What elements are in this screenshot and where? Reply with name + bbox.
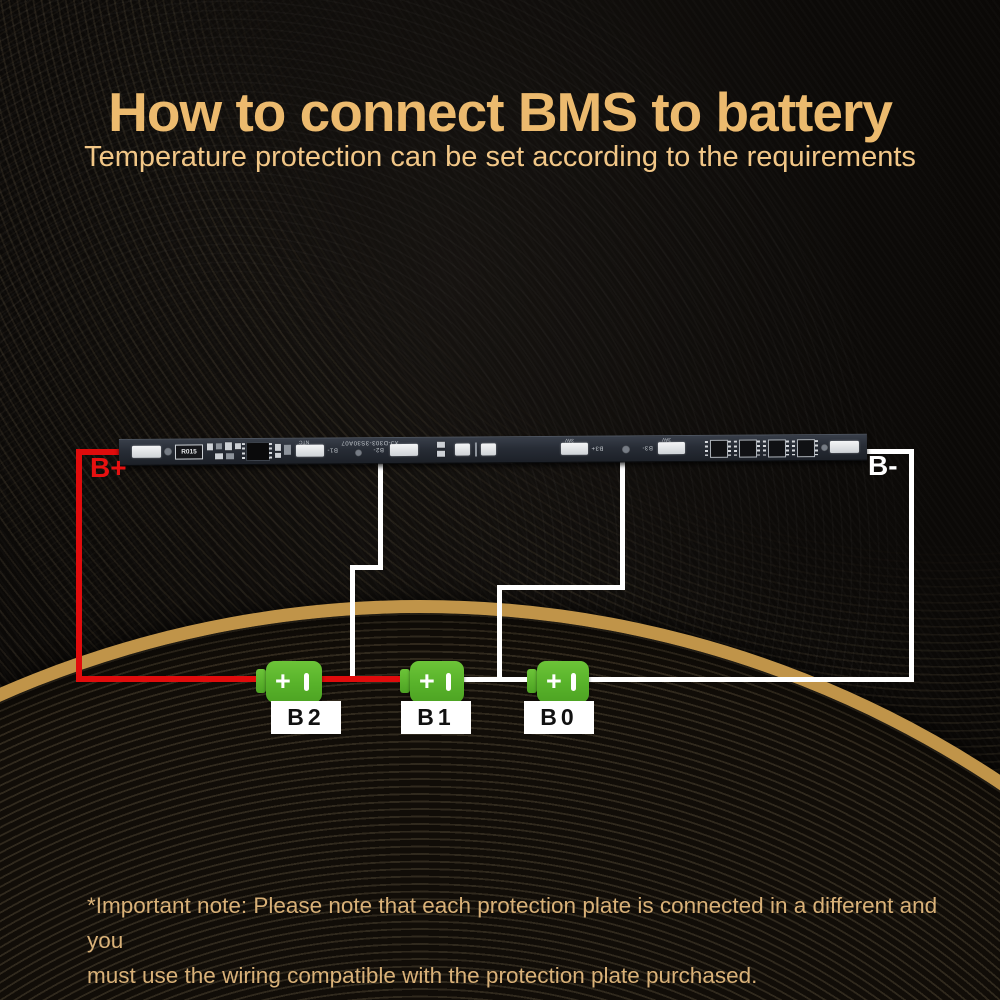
ic-pins <box>756 440 761 456</box>
pad-bminus <box>829 440 860 454</box>
board-hole <box>820 444 829 452</box>
pad-label-b3m: B3- <box>641 444 653 451</box>
mosfet-ic <box>709 439 729 458</box>
ic-pins <box>762 440 767 456</box>
smd-capacitor <box>480 443 497 456</box>
battery-minus-bar-icon <box>304 673 309 691</box>
wire-b2-to-b1 <box>320 676 410 682</box>
smd-component <box>206 443 213 451</box>
ic-pins <box>268 442 273 459</box>
wire-balance1-lower <box>350 565 355 681</box>
mosfet-ic <box>796 439 816 458</box>
smd-component <box>234 443 241 450</box>
board-hole <box>354 449 363 457</box>
wire-balance2-upper <box>620 460 625 588</box>
smd-component <box>275 452 282 458</box>
wire-balance2-jog <box>497 585 625 590</box>
pad-b1 <box>295 444 325 457</box>
smd-capacitor <box>454 443 471 456</box>
battery-b0-label: B0 <box>524 701 594 734</box>
board-hole <box>163 447 173 456</box>
resistor-r015: R015 <box>174 444 204 460</box>
wire-balance1-jog <box>350 565 383 570</box>
battery-plus-symbol: + <box>546 666 562 696</box>
pad-label-b3p: B3+ <box>590 444 604 451</box>
smd-component <box>224 442 232 451</box>
wire-bplus-to-b2 <box>76 676 262 682</box>
ic-pins <box>814 440 819 456</box>
wire-bplus-vertical <box>76 449 82 682</box>
bminus-label: B- <box>868 450 898 481</box>
wire-bplus-top <box>76 449 150 455</box>
battery-minus-bar-icon <box>446 673 451 691</box>
wire-balance2-lower <box>497 585 502 681</box>
smd-component <box>436 441 445 448</box>
pad-b3-minus <box>657 442 686 455</box>
ic-pins <box>727 440 732 456</box>
ic-pins <box>791 440 796 456</box>
wire-bminus-vertical <box>909 449 914 681</box>
smd-component <box>274 443 281 451</box>
wire-balance1-upper <box>378 460 383 568</box>
battery-b1-positive-nub <box>400 669 410 693</box>
page-subtitle: Temperature protection can be set accord… <box>84 141 916 173</box>
battery-plus-symbol: + <box>275 666 291 696</box>
pad-label-b1: B1- <box>326 446 338 453</box>
pad-label-b2: B2- <box>372 446 384 453</box>
bms-board: R015 NTC B1- XJ-D303-3S30A07 B2- 3AV B3+… <box>118 433 868 466</box>
battery-b0: + <box>537 661 589 703</box>
battery-plus-symbol: + <box>419 666 435 696</box>
battery-b1: + <box>410 661 464 703</box>
smd-component <box>436 450 446 457</box>
pad-bplus <box>131 445 162 458</box>
bplus-label: B+ <box>90 452 127 483</box>
mosfet-ic <box>767 439 787 458</box>
battery-b0-positive-nub <box>527 669 537 693</box>
important-note: *Important note: Please note that each p… <box>87 888 957 993</box>
pad-b3-plus <box>560 442 589 455</box>
battery-b2-positive-nub <box>256 669 266 693</box>
mosfet-ic <box>738 439 758 458</box>
ic-pins <box>785 440 790 456</box>
battery-minus-bar-icon <box>571 673 576 691</box>
smd-component <box>226 453 235 460</box>
pad-b2 <box>389 443 419 457</box>
battery-b1-label: B1 <box>401 701 471 734</box>
smd-component <box>283 444 292 455</box>
smd-component <box>215 453 224 460</box>
smd-divider <box>474 442 478 457</box>
battery-b2: + <box>266 661 322 703</box>
wire-b0-to-bminus <box>585 677 914 682</box>
important-note-line2: must use the wiring compatible with the … <box>87 963 758 988</box>
ic-pins <box>241 443 246 460</box>
board-hole <box>621 445 631 454</box>
ic-pins <box>733 440 738 456</box>
smd-component <box>215 443 222 450</box>
page-title: How to connect BMS to battery <box>108 81 893 143</box>
main-ic-chip <box>245 441 271 462</box>
battery-b2-label: B2 <box>271 701 341 734</box>
wire-bminus-top <box>852 449 914 454</box>
important-note-line1: *Important note: Please note that each p… <box>87 893 938 953</box>
ic-pins <box>704 440 709 456</box>
